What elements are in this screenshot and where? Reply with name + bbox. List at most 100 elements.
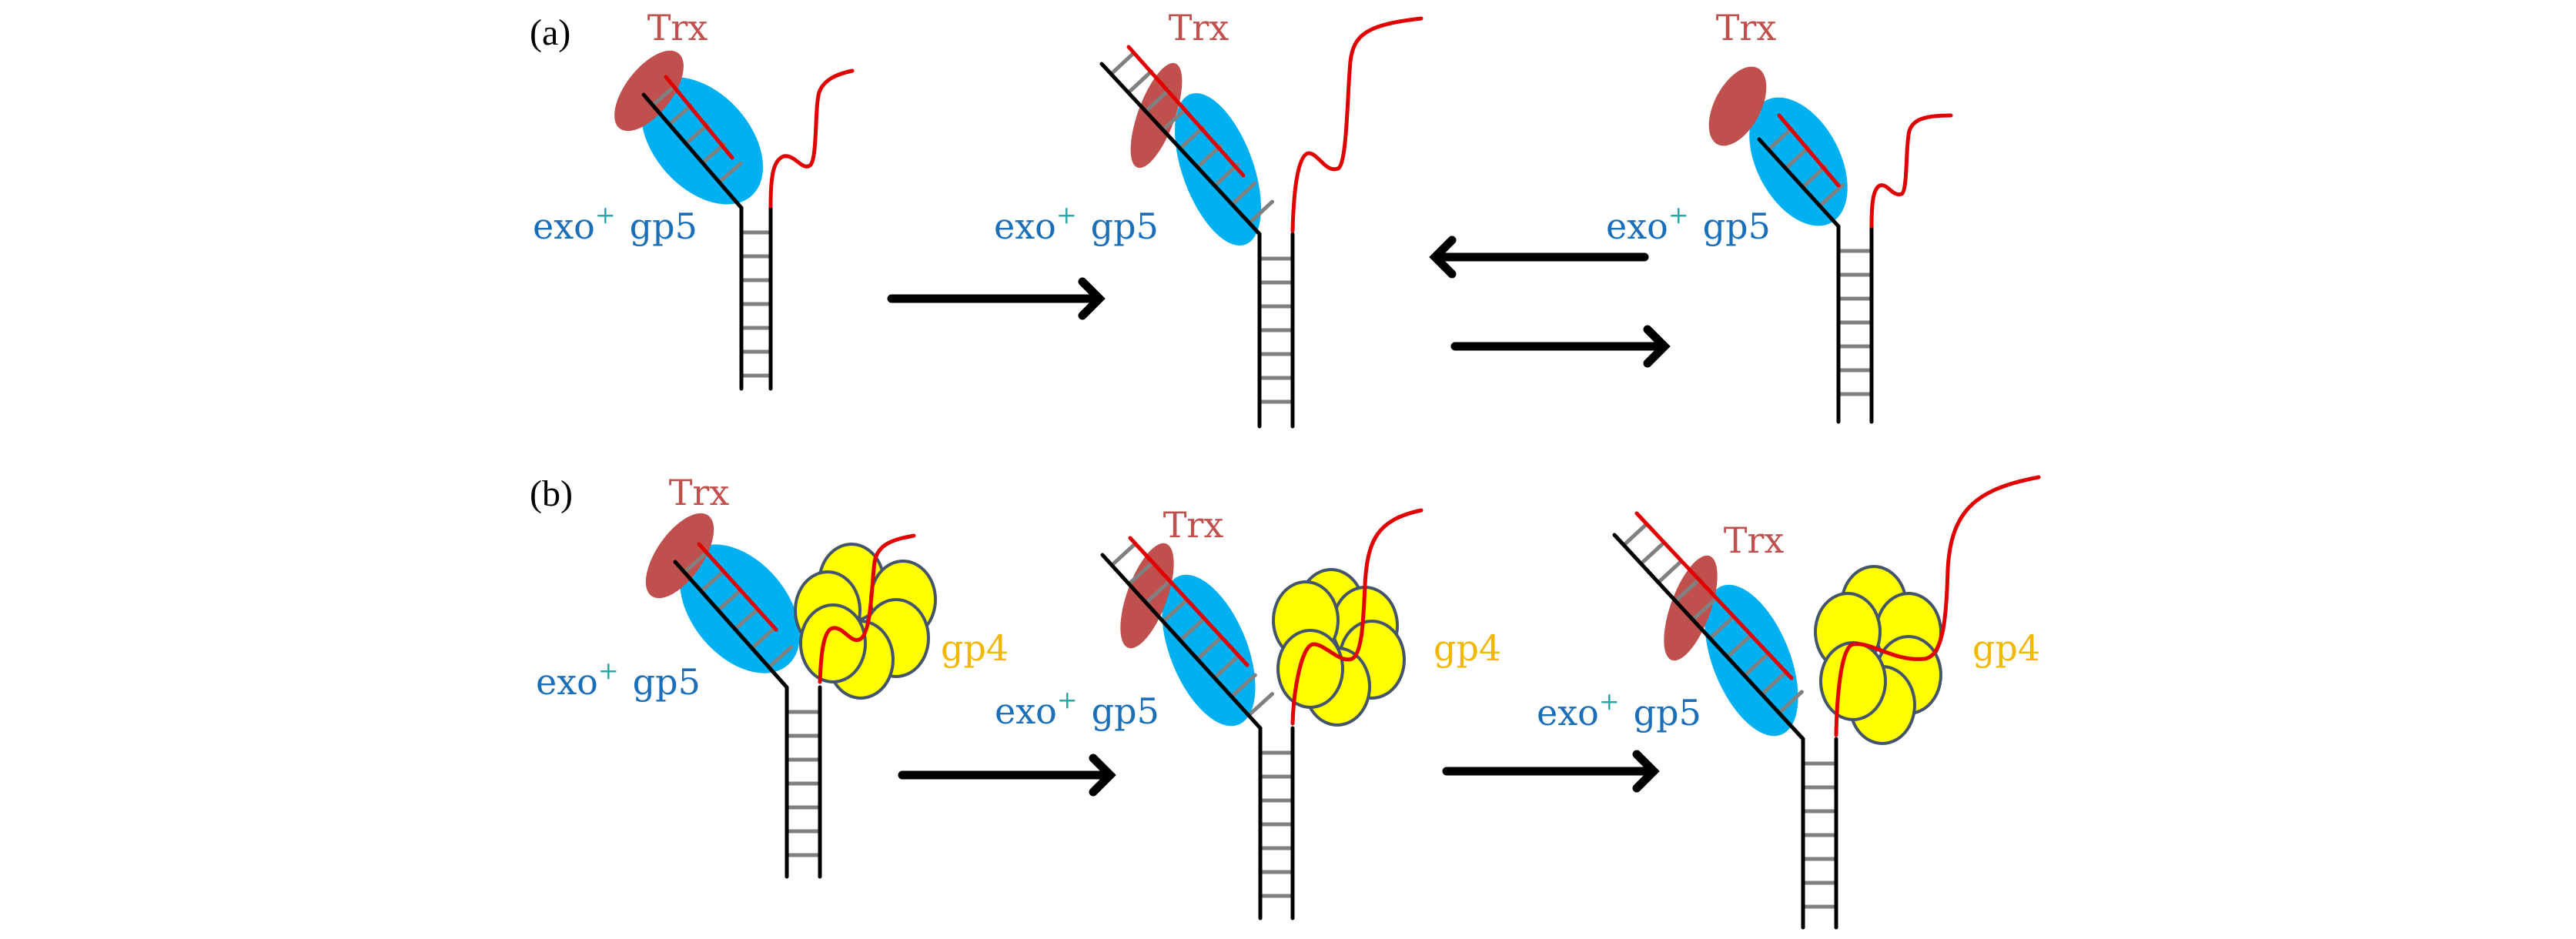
arrow-head — [1429, 236, 1457, 279]
gp5-polymerase — [680, 544, 800, 673]
base-pair — [1818, 182, 1845, 208]
gp5-text: gp5 — [630, 206, 698, 247]
shapes — [614, 16, 2041, 930]
template-strand — [1100, 553, 1263, 730]
base-pair — [1229, 673, 1257, 699]
base-pair — [1691, 596, 1718, 622]
template-strand — [1757, 137, 1841, 229]
trx-thioredoxin — [645, 513, 714, 599]
gp4-helicase — [1814, 565, 1942, 745]
reaction-arrow — [1442, 750, 1660, 793]
base-pair — [1656, 559, 1684, 585]
replication-complex — [645, 513, 937, 879]
replication-complex — [1100, 508, 1423, 921]
base-pair — [1639, 540, 1666, 566]
template-strand — [1099, 62, 1262, 236]
labels: (a) (b) Trx Trx Trx exo+gp5 exo+gp5 exo+… — [530, 7, 2040, 733]
base-pair — [1801, 164, 1828, 189]
arrow-head — [1643, 325, 1671, 368]
base-pair — [767, 645, 793, 670]
reaction-arrow — [887, 277, 1106, 320]
exo-text: exo — [994, 206, 1056, 247]
sup-plus: + — [595, 200, 616, 229]
sup-plus: + — [1599, 687, 1620, 716]
primer-strand — [697, 542, 778, 632]
gp5-label: exo+ gp5 — [533, 200, 698, 247]
single-strand-dna — [1869, 113, 1953, 229]
primer-strand — [1128, 536, 1250, 667]
template-strand — [673, 560, 789, 690]
gp5-label: exo+ gp5 — [994, 200, 1159, 247]
base-pair — [717, 161, 743, 185]
primer-strand — [1777, 113, 1841, 188]
single-strand-dna — [1290, 508, 1423, 726]
base-pair — [1161, 106, 1188, 132]
gp4-subunit — [1819, 641, 1887, 721]
reaction-arrow — [1429, 236, 1649, 279]
base-pair — [1766, 126, 1794, 152]
trx-thioredoxin — [1708, 66, 1767, 146]
single-strand-dna — [1290, 16, 1423, 233]
exo-text: exo — [533, 206, 595, 247]
sup-plus: + — [1057, 685, 1078, 714]
replication-complex — [614, 50, 855, 391]
base-pair — [1126, 69, 1153, 95]
gp5-label: exo+ gp5 — [536, 656, 701, 703]
single-strand-dna — [768, 69, 855, 209]
arrow-head — [1078, 277, 1106, 320]
base-pair — [1213, 162, 1240, 188]
base-pair — [1725, 633, 1752, 660]
base-pair — [651, 84, 677, 108]
base-pair — [1178, 125, 1206, 151]
base-pair — [1195, 144, 1223, 169]
base-pair — [1247, 199, 1275, 226]
base-pair — [1246, 692, 1275, 717]
replication-complex — [1612, 475, 2041, 930]
base-pair — [750, 627, 776, 650]
base-pair — [682, 550, 709, 574]
single-strand-dna — [818, 533, 916, 684]
gp4-helicase — [794, 543, 937, 700]
base-pair — [1109, 541, 1138, 567]
base-pair — [1109, 51, 1136, 76]
base-pair — [1673, 578, 1701, 603]
single-strand-dna — [1834, 475, 2041, 737]
gp5-label: exo+gp5 — [1537, 687, 1701, 733]
arrow-head — [1089, 754, 1116, 797]
exo-text: exo — [995, 690, 1057, 732]
gp4-label: gp4 — [1972, 627, 2040, 669]
gp5-text: gp5 — [633, 661, 701, 703]
base-pair — [1708, 615, 1735, 640]
base-pair — [684, 122, 710, 146]
primer-strand — [664, 75, 734, 160]
gp4-label: gp4 — [1434, 627, 1501, 669]
sup-plus: + — [598, 656, 619, 685]
base-pair — [1178, 617, 1206, 643]
gp5-text: gp5 — [1703, 206, 1771, 247]
base-pair — [700, 142, 726, 165]
gp5-label: exo+ gp5 — [1606, 200, 1771, 247]
trx-thioredoxin — [1664, 555, 1718, 661]
gp5-polymerase — [1749, 97, 1848, 226]
trx-label: Trx — [1724, 520, 1785, 561]
base-pair — [733, 607, 759, 631]
replication-complex — [1708, 66, 1953, 424]
base-pair — [1143, 88, 1171, 114]
sup-plus: + — [1668, 200, 1689, 229]
base-pair — [1161, 598, 1189, 623]
gp5-text: gp5 — [1091, 206, 1159, 247]
primer-strand — [1126, 45, 1246, 178]
arrow-head — [1632, 750, 1660, 793]
trx-thioredoxin — [614, 50, 684, 132]
gp5-text: gp5 — [1092, 690, 1159, 732]
trx-label: Trx — [669, 472, 730, 513]
base-pair — [667, 103, 693, 127]
base-pair — [699, 570, 726, 593]
exo-text: exo — [536, 661, 598, 703]
exo-text: exo — [1606, 206, 1668, 247]
gp4-subunit — [1276, 629, 1344, 709]
sup-plus: + — [1056, 200, 1077, 229]
trx-label: Trx — [1716, 7, 1777, 48]
